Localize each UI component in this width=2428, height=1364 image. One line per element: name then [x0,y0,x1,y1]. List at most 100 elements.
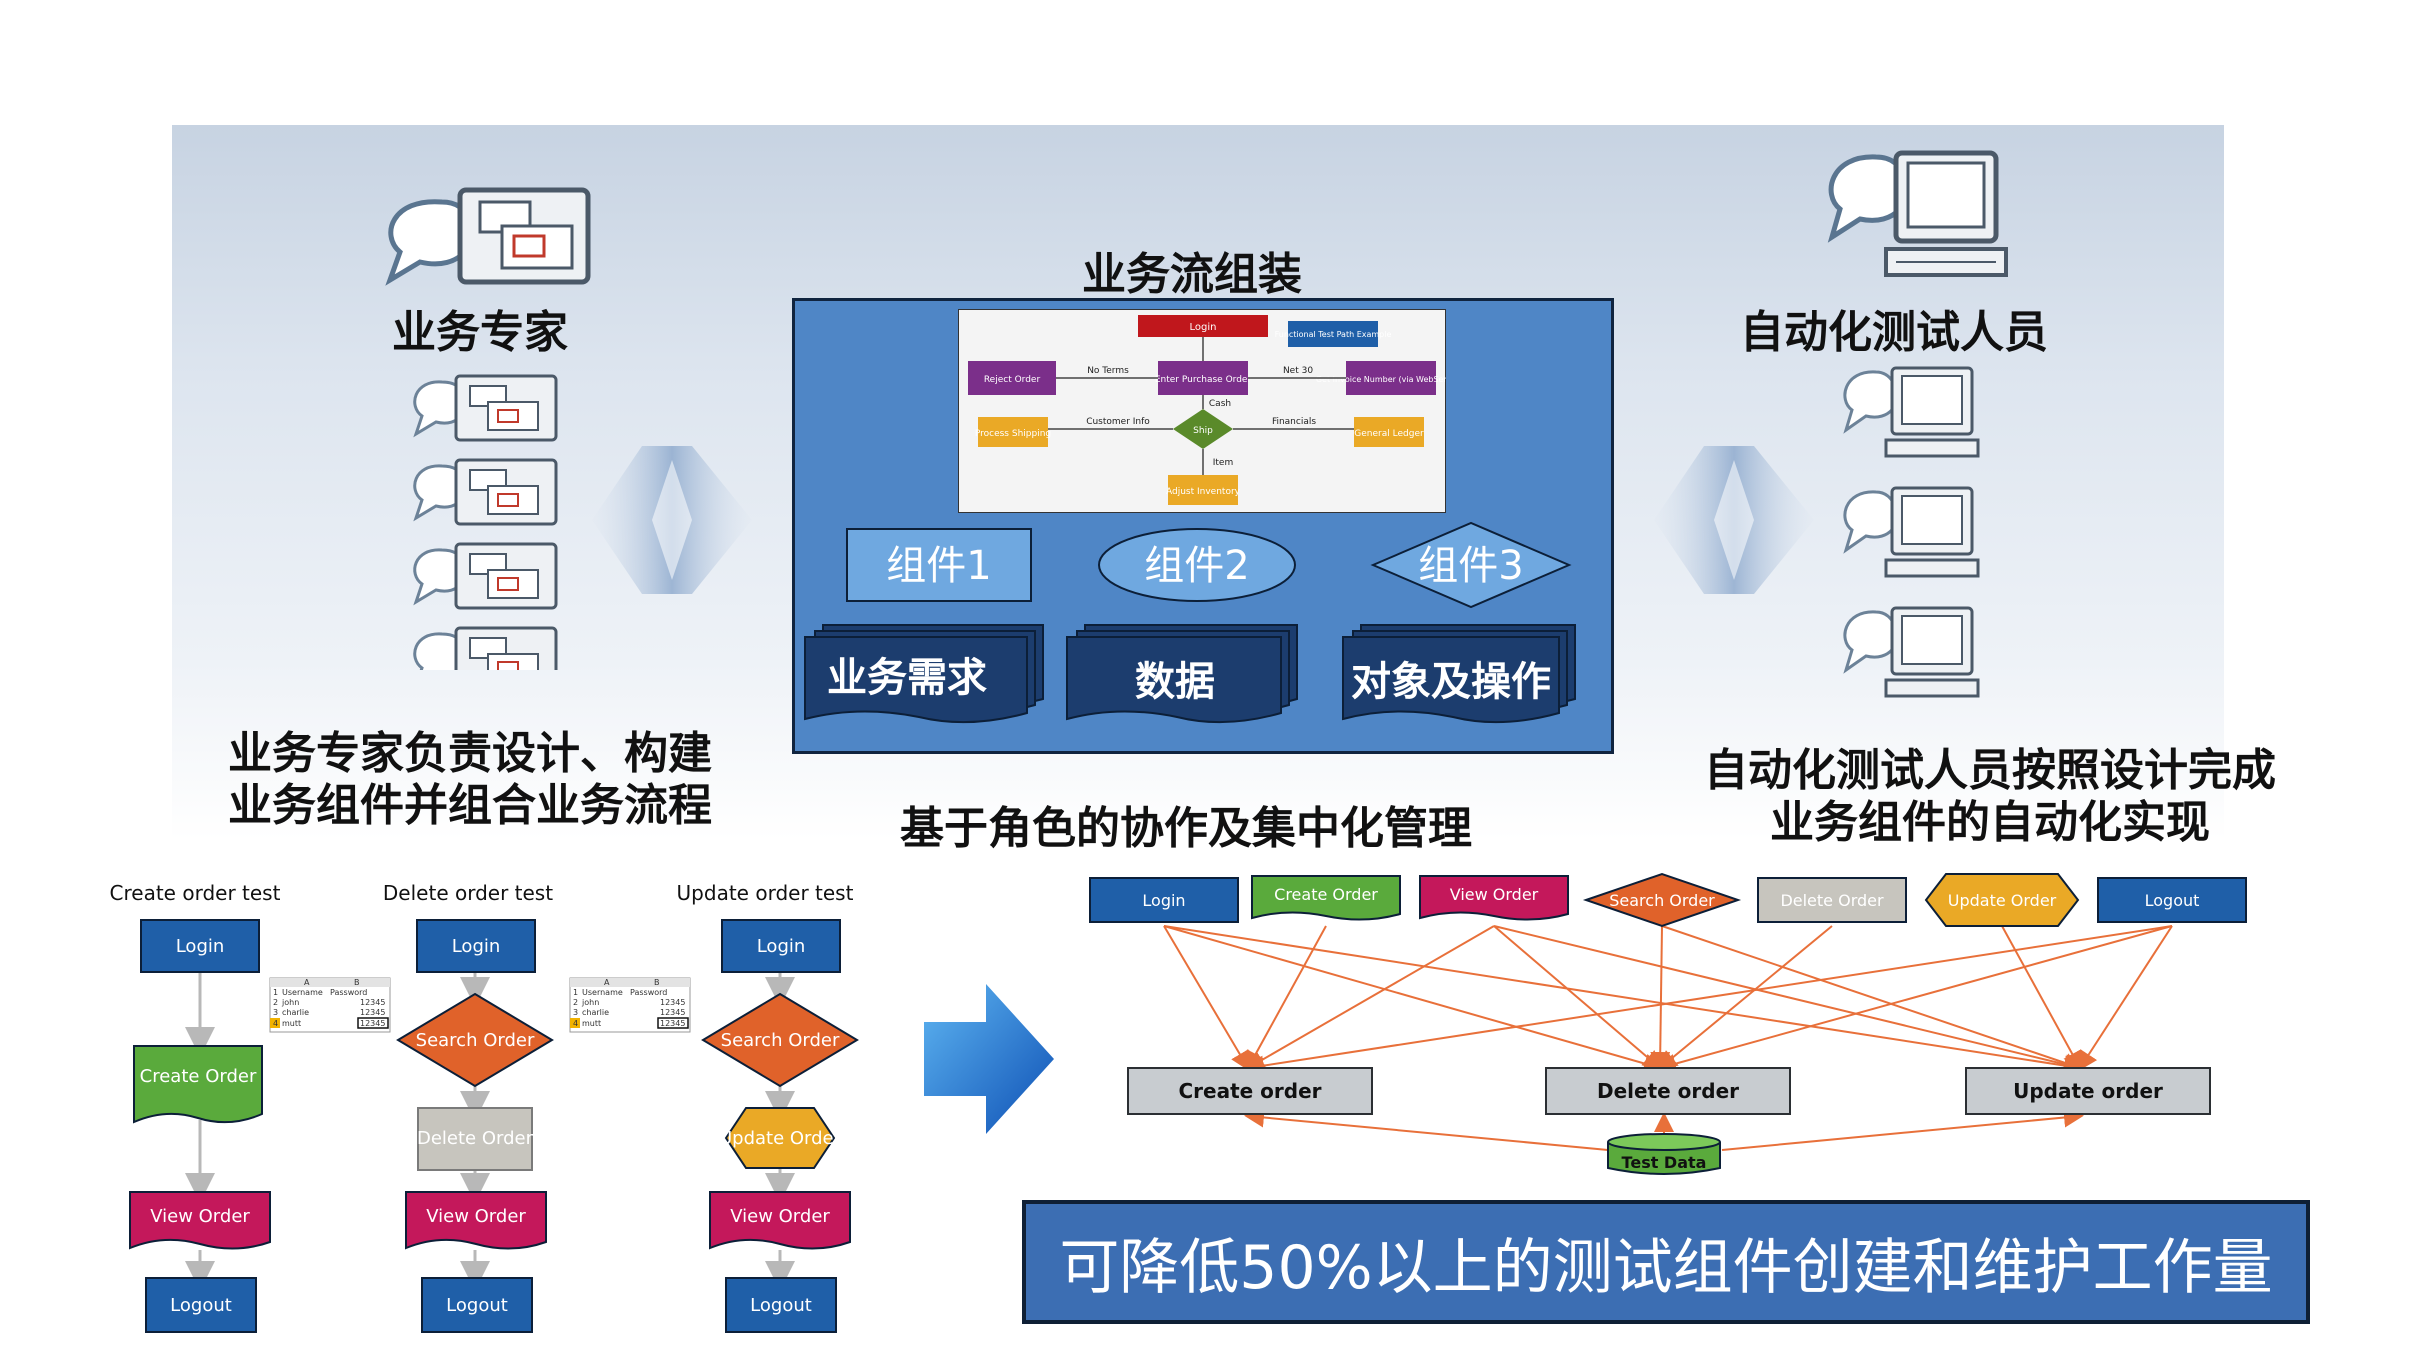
sheet1-cell: charlie [282,1008,309,1017]
sheet1-col-a: A [304,978,310,987]
flow-label-item: Item [1213,458,1234,468]
sheet2-col-b: B [654,978,660,987]
update-step-update-order: Update Order [719,1128,842,1149]
sheet2-cell: Username [582,988,623,997]
sheet2-cell: 12345 [660,998,685,1007]
sheet2-cell: charlie [582,1008,609,1017]
automation-tester-icon [1827,150,2008,277]
sheet1-cell: 12345 [360,1008,385,1017]
create-step-create-order: Create Order [140,1066,257,1087]
flow-reject-order: Reject Order [984,375,1041,385]
delete-step-search-order: Search Order [416,1030,535,1051]
svg-text:2: 2 [573,998,578,1007]
delete-test-title: Delete order test [383,881,553,905]
benefit-banner: 可降低50%以上的测试组件创建和维护工作量 [1022,1200,2310,1324]
update-step-login: Login [757,936,806,957]
sheet1-cell: 12345 [360,1019,385,1028]
svg-text:3: 3 [273,1008,278,1017]
flow-process-shipping: Process Shipping [975,429,1051,439]
reuse-delete-order: Delete Order [1780,891,1884,910]
create-test-title: Create order test [110,881,281,905]
center-caption: 基于角色的协作及集中化管理 [900,803,1472,854]
create-step-logout: Logout [170,1295,232,1316]
right-role-description: 自动化测试人员按照设计完成 业务组件的自动化实现 [1660,745,2320,849]
assembly-panel: Login Functional Test Path Example Rejec… [792,298,1614,754]
svg-text:1: 1 [273,988,278,997]
sheet2-cell: 12345 [660,1008,685,1017]
sheet1-cell: mutt [282,1019,301,1028]
reuse-test-create: Create order [1178,1079,1321,1103]
component-2: 组件2 [1144,543,1249,589]
test-flows: Create order test Login Create Order Vie… [110,881,859,1333]
left-desc-line1: 业务专家负责设计、构建 [228,728,712,779]
flow-label-no-terms: No Terms [1087,366,1129,376]
flow-label-customer-info: Customer Info [1086,417,1150,427]
flow-login: Login [1190,322,1217,333]
reuse-test-update: Update order [2013,1079,2163,1103]
reuse-test-delete: Delete order [1597,1079,1739,1103]
update-step-view-order: View Order [730,1206,830,1227]
update-test-title: Update order test [677,881,854,905]
component-shapes: 组件1 组件2 组件3 业务需求 数据 对象及操作 [804,521,1576,724]
sheet1-cell: 12345 [360,998,385,1007]
flow-label-cash: Cash [1209,399,1231,409]
delete-step-login: Login [452,936,501,957]
test-data-cylinder: Test Data [1607,1133,1721,1175]
right-desc-line1: 自动化测试人员按照设计完成 [1704,745,2276,796]
reuse-update-order: Update Order [1948,891,2057,910]
transform-arrow-icon [924,984,1054,1134]
sheet2-cell: john [581,998,599,1007]
delete-step-logout: Logout [446,1295,508,1316]
center-title: 业务流组装 [1082,249,1302,300]
delete-step-delete-order: Delete Order [417,1128,534,1149]
component-3: 组件3 [1418,543,1523,589]
component-reuse-diagram: Login Create Order View Order Search Ord… [1089,872,2247,1175]
reuse-test-data: Test Data [1622,1153,1707,1172]
svg-text:2: 2 [273,998,278,1007]
sheet1-cell: Password [330,988,367,997]
stack-objects: 对象及操作 [1351,659,1551,705]
sheet2-col-a: A [604,978,610,987]
svg-text:4: 4 [573,1019,578,1028]
flow-ship: Ship [1193,426,1213,436]
flow-label-financials: Financials [1272,417,1316,427]
svg-text:4: 4 [273,1019,278,1028]
sheet2-cell: 12345 [660,1019,685,1028]
left-role-title: 业务专家 [392,307,568,358]
flow-label-net30: Net 30 [1283,366,1313,376]
flow-enter-po: Enter Purchase Order [1155,375,1252,385]
reuse-logout: Logout [2145,891,2200,910]
sheet1-cell: Username [282,988,323,997]
reuse-view-order: View Order [1450,885,1539,904]
create-step-view-order: View Order [150,1206,250,1227]
create-step-login: Login [176,936,225,957]
update-step-search-order: Search Order [721,1030,840,1051]
business-expert-group-icon [413,374,558,670]
sheet1-cell: john [281,998,299,1007]
stack-data: 数据 [1135,659,1215,705]
reuse-create-order: Create Order [1274,885,1378,904]
flow-general-ledger: General Ledger [1354,429,1424,439]
reuse-login: Login [1142,891,1185,910]
svg-text:1: 1 [573,988,578,997]
functional-flow-diagram: Login Functional Test Path Example Rejec… [958,309,1446,513]
flow-functional-test-label: Functional Test Path Example [1275,330,1392,339]
update-step-logout: Logout [750,1295,812,1316]
component-1: 组件1 [886,543,991,589]
automation-tester-group-icon [1843,366,1980,698]
right-desc-line2: 业务组件的自动化实现 [1770,797,2210,848]
left-role-description: 业务专家负责设计、构建 业务组件并组合业务流程 [160,728,780,832]
left-desc-line2: 业务组件并组合业务流程 [228,780,712,831]
svg-text:3: 3 [573,1008,578,1017]
right-diamond-connector [1654,446,1814,594]
flow-get-invoice: Get Invoice Number (via WebService) [1316,375,1446,384]
left-diamond-connector [592,446,752,594]
delete-step-view-order: View Order [426,1206,526,1227]
business-expert-icon [385,187,591,286]
sheet2-cell: Password [630,988,667,997]
stack-requirements: 业务需求 [827,655,987,701]
flow-adjust-inventory: Adjust Inventory [1166,487,1241,497]
sheet1-col-b: B [354,978,360,987]
